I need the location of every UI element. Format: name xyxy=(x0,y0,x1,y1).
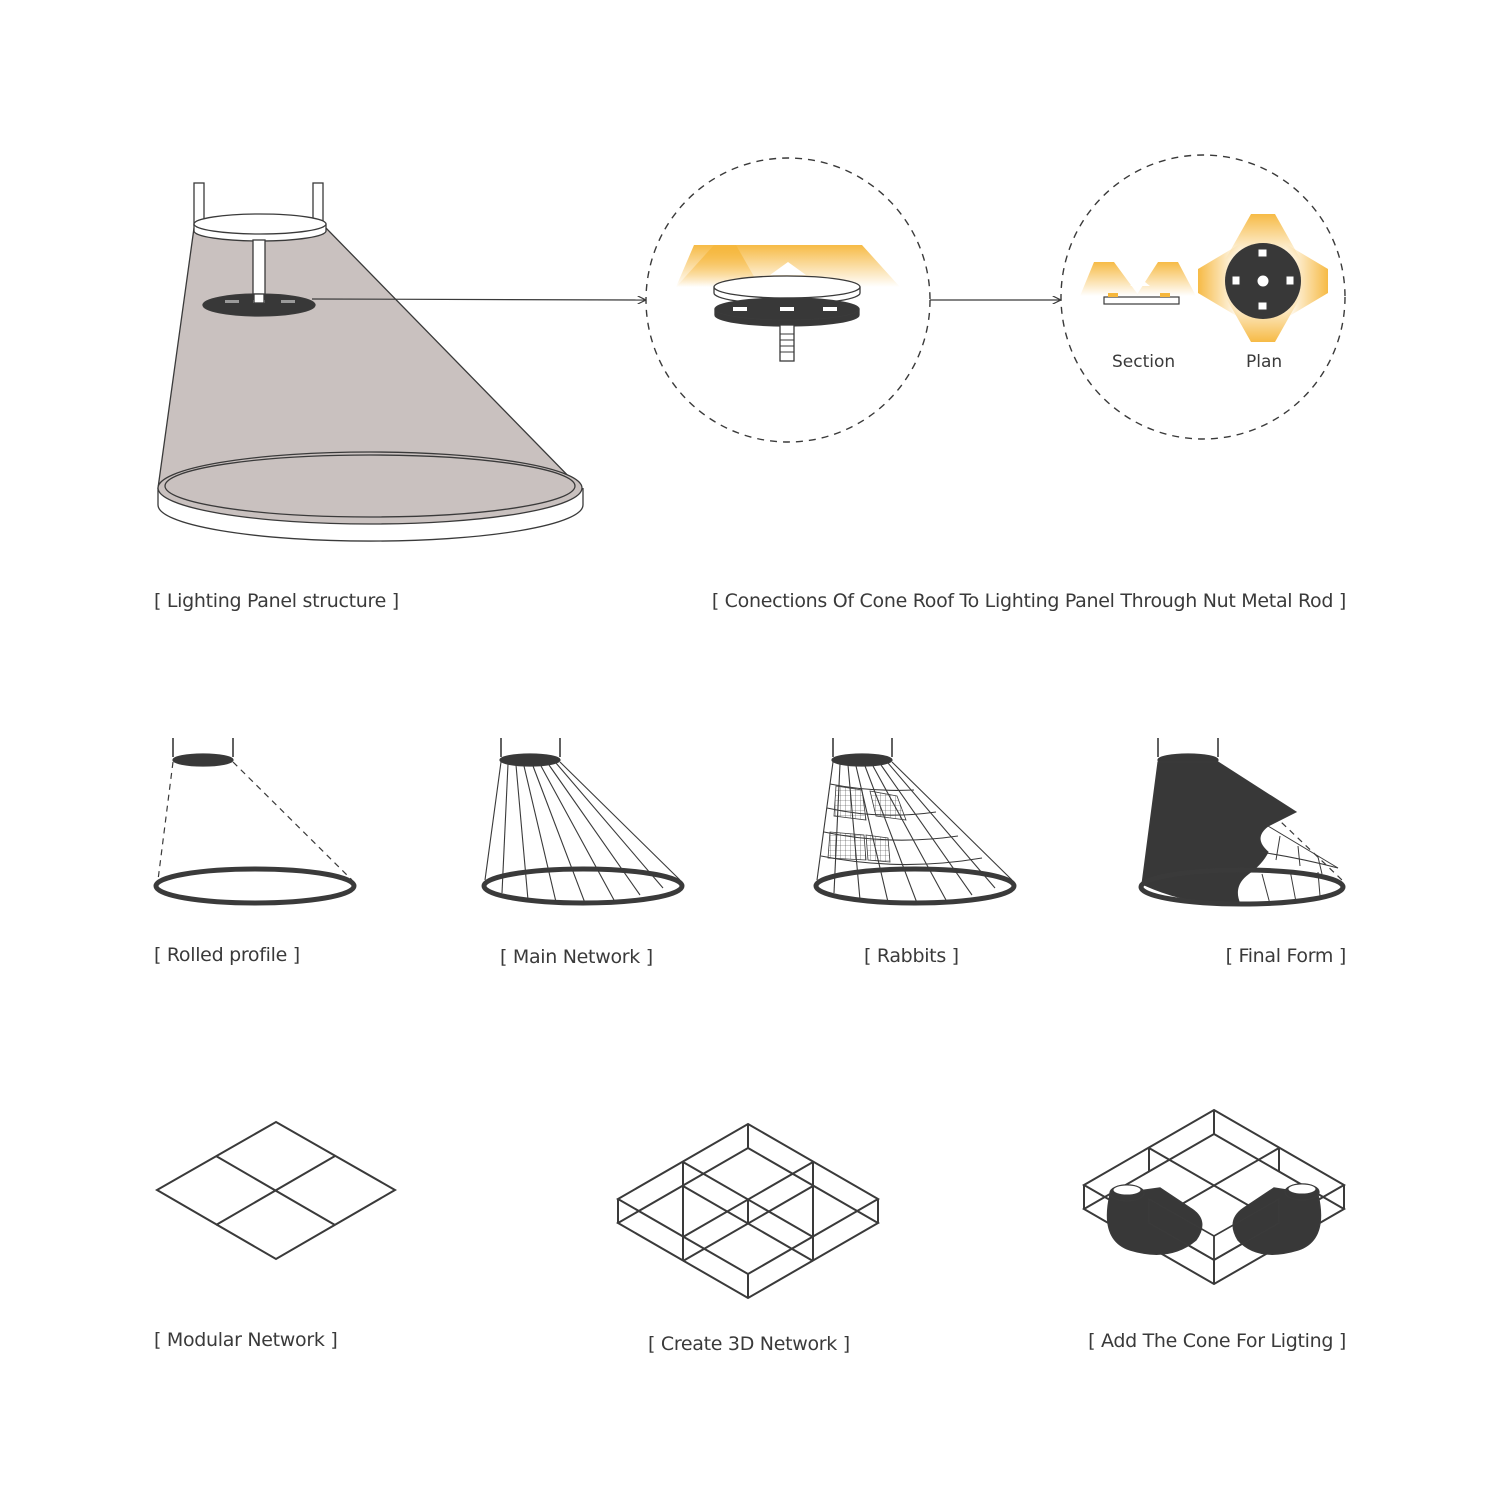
detail-threaded-rod xyxy=(779,324,795,362)
nut-metal-rod xyxy=(252,239,266,299)
main-network-diagram xyxy=(481,738,685,906)
connection-detail-circle xyxy=(645,157,931,443)
cone-left xyxy=(1106,1184,1215,1262)
caption-connections: [ Conections Of Cone Roof To Lighting Pa… xyxy=(711,590,1346,612)
plan-label: Plan xyxy=(1246,352,1283,372)
caption-rolled-profile: [ Rolled profile ] xyxy=(154,944,300,966)
detail-upper-disc xyxy=(713,275,861,299)
modular-network-diagram xyxy=(154,1120,398,1261)
rabbits-diagram xyxy=(813,738,1017,906)
create-3d-network-diagram xyxy=(615,1122,881,1300)
caption-main-network: [ Main Network ] xyxy=(500,946,653,968)
section-plan-detail-circle xyxy=(1060,154,1346,440)
caption-rabbits: [ Rabbits ] xyxy=(864,945,959,967)
section-label: Section xyxy=(1112,352,1176,372)
caption-add-cone: [ Add The Cone For Ligting ] xyxy=(1088,1330,1346,1352)
final-form-diagram xyxy=(1138,738,1346,907)
top-disc xyxy=(193,213,327,235)
rolled-profile-diagram xyxy=(153,738,357,906)
caption-lighting-panel: [ Lighting Panel structure ] xyxy=(154,590,399,612)
cone-right xyxy=(1213,1183,1322,1262)
caption-modular-network: [ Modular Network ] xyxy=(154,1329,338,1351)
section-panel xyxy=(1103,296,1180,305)
caption-final-form: [ Final Form ] xyxy=(1225,945,1347,967)
arrow-to-detail xyxy=(311,299,645,300)
caption-create-3d-network: [ Create 3D Network ] xyxy=(648,1333,850,1355)
lighting-panel-structure-diagram xyxy=(157,182,584,542)
